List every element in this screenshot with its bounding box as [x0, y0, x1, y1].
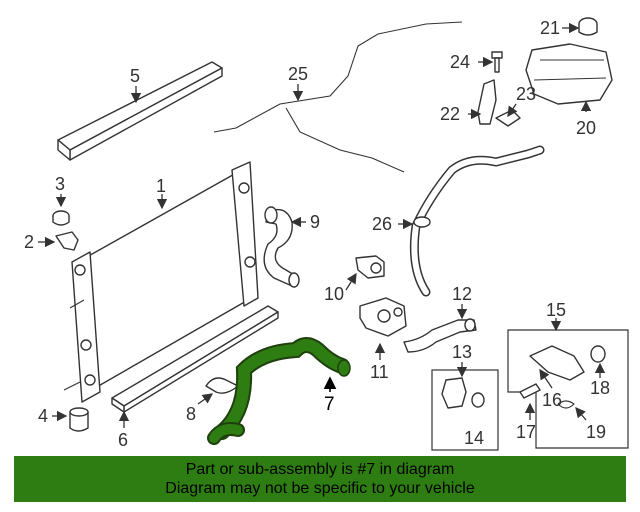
- callout-7-highlighted: 7: [324, 394, 335, 415]
- callout-21: 21: [540, 18, 560, 38]
- part-notice-banner: Part or sub-assembly is #7 in diagram Di…: [14, 456, 626, 502]
- callout-25: 25: [288, 64, 308, 84]
- coolant-reservoir-part-20: [525, 43, 613, 105]
- callout-14: 14: [464, 428, 484, 448]
- callout-24: 24: [450, 52, 470, 72]
- callout-11: 11: [370, 362, 389, 382]
- bypass-hose-part-12: [403, 318, 477, 353]
- kit-box-part-15: [507, 329, 629, 449]
- leader-lines: [38, 22, 606, 428]
- mount-part-4: [69, 407, 89, 432]
- overflow-tubes-part-25: [213, 21, 463, 173]
- upper-hose-part-9: [263, 206, 300, 288]
- exploded-parts-diagram: 1 2 3 4 5 6 7 8 9 10 11 12 13 14 15 16 1…: [24, 17, 629, 451]
- bolt-part-24: [491, 51, 503, 73]
- reservoir-cap-part-21: [578, 17, 598, 36]
- callout-3: 3: [55, 174, 65, 194]
- callout-13: 13: [452, 342, 472, 362]
- callout-17: 17: [516, 422, 536, 442]
- bracket-part-2: [55, 231, 79, 251]
- callout-19: 19: [586, 422, 606, 442]
- bracket-part-22: [477, 79, 497, 125]
- callout-labels: 1 2 3 4 5 6 7 8 9 10 11 12 13 14 15 16 1…: [24, 18, 610, 450]
- hose-clamp-part-8: [205, 377, 239, 394]
- clip-part-23: [495, 109, 521, 127]
- callout-4: 4: [38, 406, 48, 426]
- lower-seal-strip-part-6: [111, 305, 279, 413]
- callout-12: 12: [452, 284, 472, 304]
- callout-9: 9: [310, 212, 320, 232]
- banner-line-disclaimer: Diagram may not be specific to your vehi…: [165, 480, 475, 497]
- heater-hose-part-26: [409, 145, 545, 297]
- callout-5: 5: [130, 66, 140, 86]
- grommet-part-3: [52, 210, 70, 226]
- callout-16: 16: [542, 390, 562, 410]
- callout-22: 22: [440, 104, 460, 124]
- radiator-part-1: [63, 161, 259, 403]
- thermostat-housing-part-11: [359, 297, 407, 337]
- callout-23: 23: [516, 84, 536, 104]
- banner-line-part-number: Part or sub-assembly is #7 in diagram: [185, 461, 455, 478]
- callout-18: 18: [590, 378, 610, 398]
- lower-hose-part-7-highlighted: [207, 337, 351, 445]
- callout-8: 8: [186, 404, 196, 424]
- upper-seal-strip-part-5: [57, 61, 223, 161]
- sensor-housing-part-10: [355, 255, 385, 279]
- sensor-kit-box-part-13: [431, 369, 499, 451]
- callout-15: 15: [546, 300, 566, 320]
- callout-20: 20: [576, 118, 596, 138]
- callout-10: 10: [324, 284, 344, 304]
- callout-6: 6: [118, 430, 128, 450]
- callout-26: 26: [372, 214, 392, 234]
- callout-2: 2: [24, 232, 34, 252]
- callout-1: 1: [156, 176, 166, 196]
